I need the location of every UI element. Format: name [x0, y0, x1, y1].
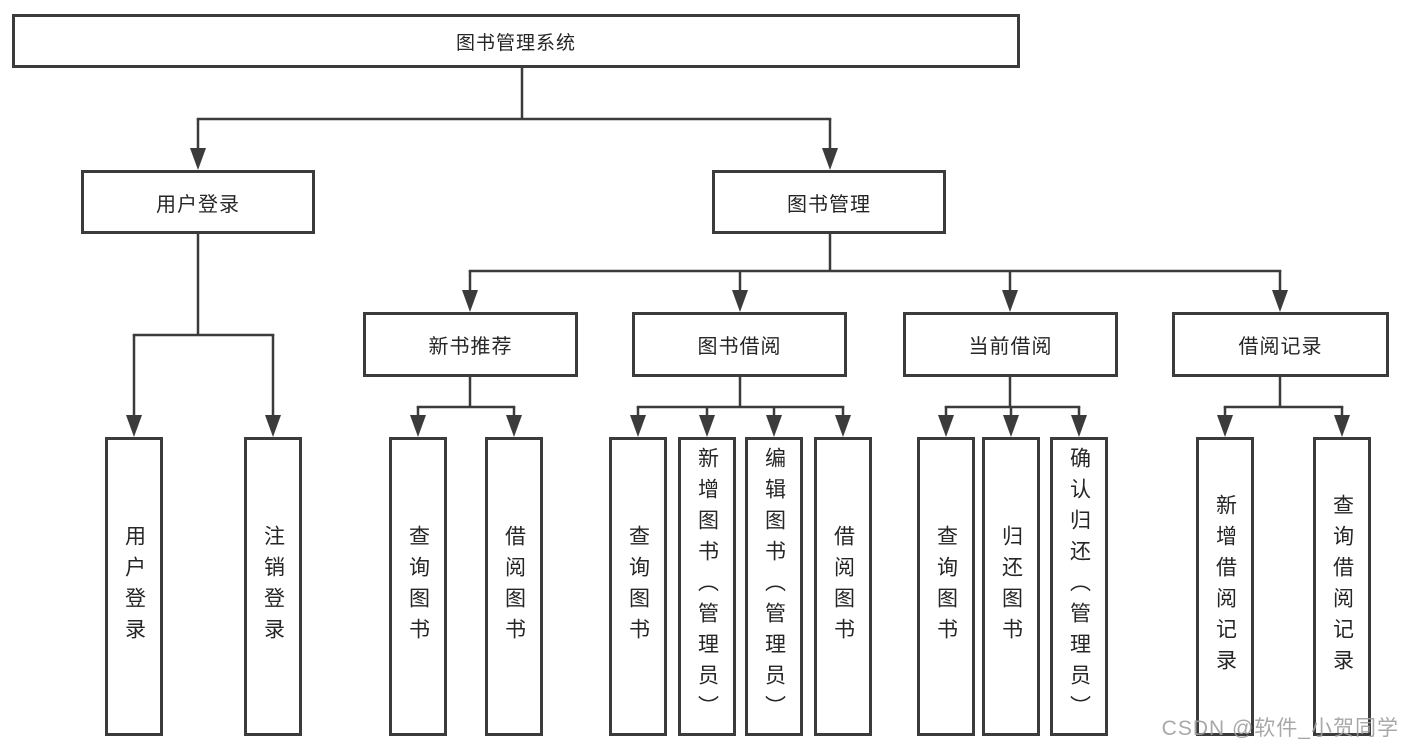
- leaf-confirm-return-admin: 确认归还（管理员）: [1050, 437, 1108, 736]
- node-book-management: 图书管理: [712, 170, 946, 234]
- leaf-add-borrow-record: 新增借阅记录: [1196, 437, 1254, 736]
- leaf-borrow-books-1: 借阅图书: [485, 437, 543, 736]
- leaf-query-borrow-record: 查询借阅记录: [1313, 437, 1371, 736]
- node-borrowing-records: 借阅记录: [1172, 312, 1389, 377]
- node-root: 图书管理系统: [12, 14, 1020, 68]
- node-book-borrowing: 图书借阅: [632, 312, 847, 377]
- leaf-add-book-admin: 新增图书（管理员）: [678, 437, 736, 736]
- leaf-borrow-books-2: 借阅图书: [814, 437, 872, 736]
- leaf-edit-book-admin: 编辑图书（管理员）: [745, 437, 803, 736]
- node-user-login-branch: 用户登录: [81, 170, 315, 234]
- leaf-query-books-3: 查询图书: [917, 437, 975, 736]
- leaf-user-login: 用户登录: [105, 437, 163, 736]
- leaf-return-book: 归还图书: [982, 437, 1040, 736]
- node-current-borrowing: 当前借阅: [903, 312, 1118, 377]
- leaf-logout: 注销登录: [244, 437, 302, 736]
- node-new-book-recommend: 新书推荐: [363, 312, 578, 377]
- leaf-query-books-1: 查询图书: [389, 437, 447, 736]
- leaf-query-books-2: 查询图书: [609, 437, 667, 736]
